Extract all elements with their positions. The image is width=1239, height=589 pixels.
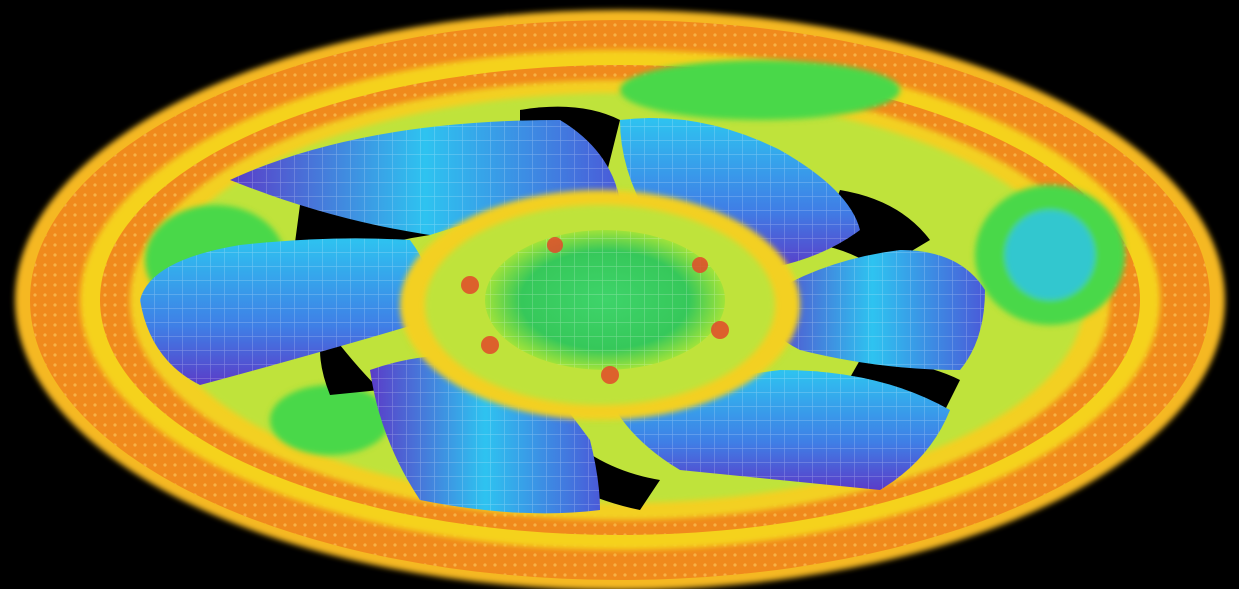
hub-bolt-spots <box>461 237 729 384</box>
wheel-hub <box>400 190 800 420</box>
